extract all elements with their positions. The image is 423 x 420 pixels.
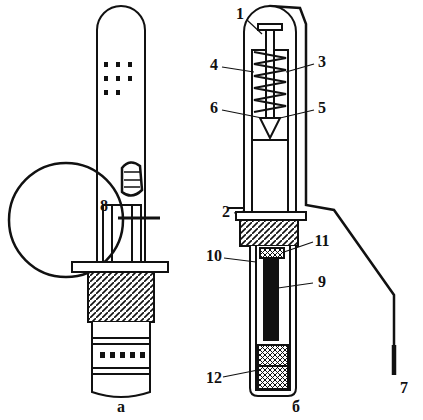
callout-number: 12 xyxy=(206,370,222,386)
callout-number: 3 xyxy=(318,54,326,70)
callout-number: 8 xyxy=(100,198,108,214)
view-b xyxy=(222,6,394,396)
view-letter: б xyxy=(292,399,300,415)
callout-number: 9 xyxy=(318,274,326,290)
callout-number: 7 xyxy=(400,380,408,396)
view-a xyxy=(9,6,168,397)
callout-number: 11 xyxy=(314,233,329,249)
callout-number: 2 xyxy=(222,204,230,220)
callout-number: 1 xyxy=(236,6,244,22)
callout-number: 4 xyxy=(210,57,218,73)
view-letter: а xyxy=(117,399,125,415)
callout-number: 10 xyxy=(206,248,222,264)
callout-number: 5 xyxy=(318,100,326,116)
callout-number: 6 xyxy=(210,100,218,116)
